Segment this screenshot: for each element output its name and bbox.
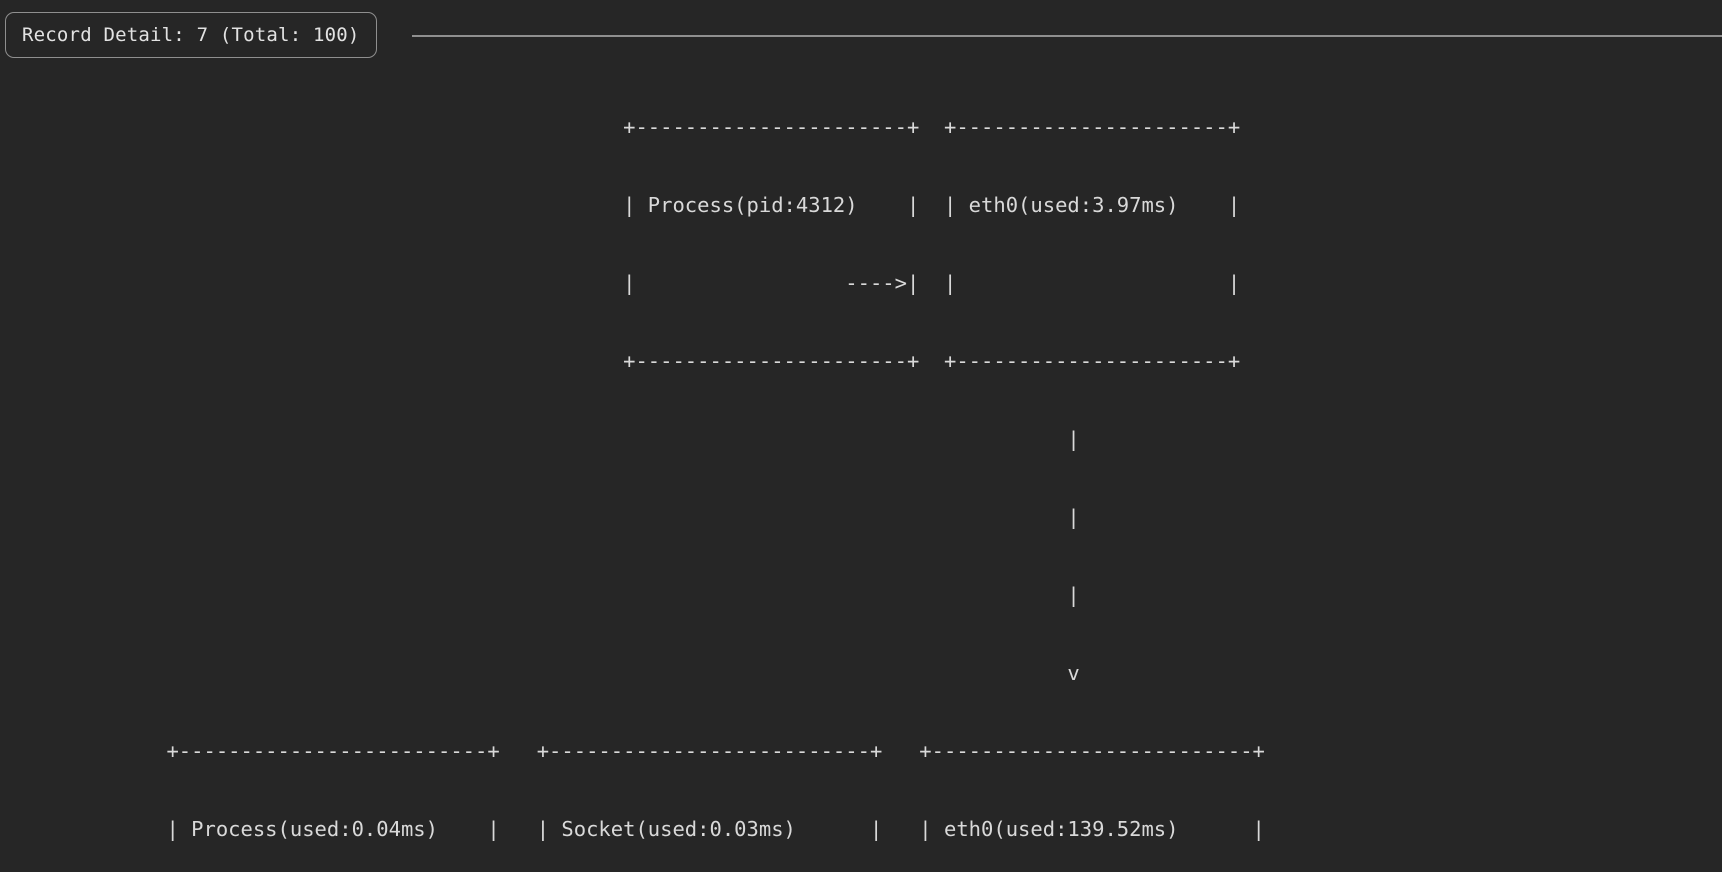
ascii-flow-diagram: +----------------------+ +--------------…: [0, 62, 1722, 841]
art-line: +----------------------+ +--------------…: [6, 115, 1241, 139]
art-line: +----------------------+ +--------------…: [6, 349, 1241, 373]
art-line: | Process(used:0.04ms) | | Socket(used:0…: [6, 817, 1265, 841]
terminal-screen: Record Detail: 7 (Total: 100) +---------…: [0, 12, 1722, 841]
art-line: v: [6, 661, 1080, 685]
art-line: |: [6, 427, 1080, 451]
art-line: | Process(pid:4312) | | eth0(used:3.97ms…: [6, 193, 1241, 217]
page-title: Record Detail: 7 (Total: 100): [22, 23, 360, 46]
art-line: +-------------------------+ +-----------…: [6, 739, 1265, 763]
art-line: |: [6, 505, 1080, 529]
art-line: |: [6, 583, 1080, 607]
art-line: | ---->| | |: [6, 271, 1241, 295]
header-row: Record Detail: 7 (Total: 100): [0, 12, 1722, 60]
record-detail-box: Record Detail: 7 (Total: 100): [5, 12, 377, 58]
header-divider: [412, 35, 1722, 37]
